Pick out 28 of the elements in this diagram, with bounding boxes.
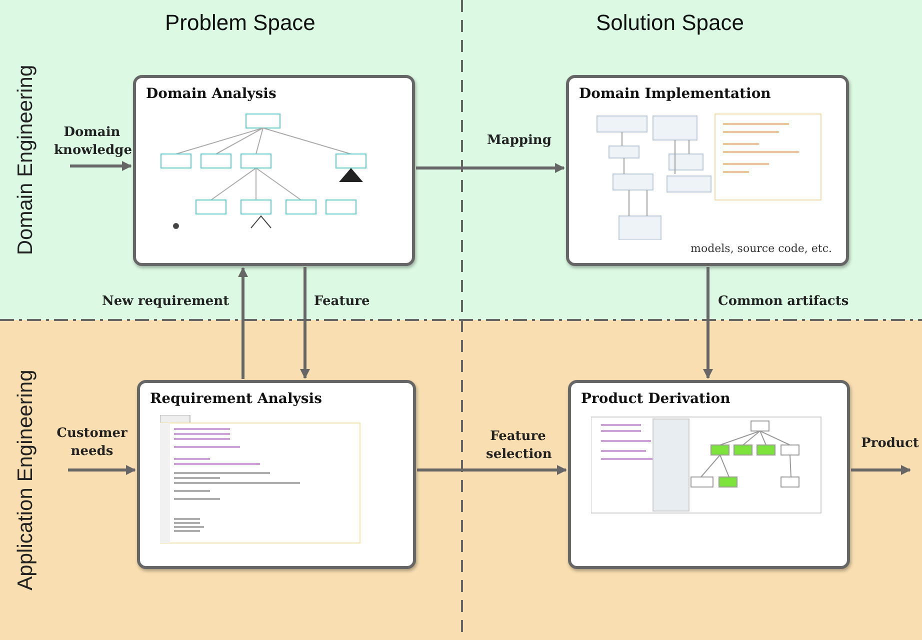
arrow — [703, 267, 713, 379]
band-title: Domain Engineering — [14, 64, 38, 256]
flow-text: Domain knowledge — [54, 124, 130, 162]
band-background — [0, 320, 922, 640]
arrow — [300, 267, 310, 379]
arrow — [416, 163, 565, 173]
box-heading: Requirement Analysis — [150, 391, 322, 407]
flow-text: Product — [858, 435, 922, 457]
box-heading: Domain Analysis — [146, 86, 276, 102]
arrow — [417, 465, 567, 475]
arrow — [238, 267, 248, 379]
process-box — [568, 380, 850, 569]
band-title: Application Engineering — [14, 370, 38, 590]
column-header: Problem Space — [165, 10, 316, 36]
process-box — [137, 380, 416, 569]
process-box — [133, 75, 415, 266]
arrow — [851, 465, 911, 475]
process-box — [566, 75, 849, 266]
box-heading: Product Derivation — [581, 391, 730, 407]
edge-label: New requirement — [100, 293, 232, 311]
band-background — [0, 0, 922, 320]
edge-label: Mapping — [485, 132, 554, 150]
box-heading: Domain Implementation — [579, 86, 771, 102]
column-header: Solution Space — [596, 10, 744, 36]
arrow — [68, 465, 136, 475]
box-note: models, source code, etc. — [690, 242, 832, 255]
flow-text: Customer needs — [52, 425, 132, 463]
arrow — [70, 161, 132, 171]
